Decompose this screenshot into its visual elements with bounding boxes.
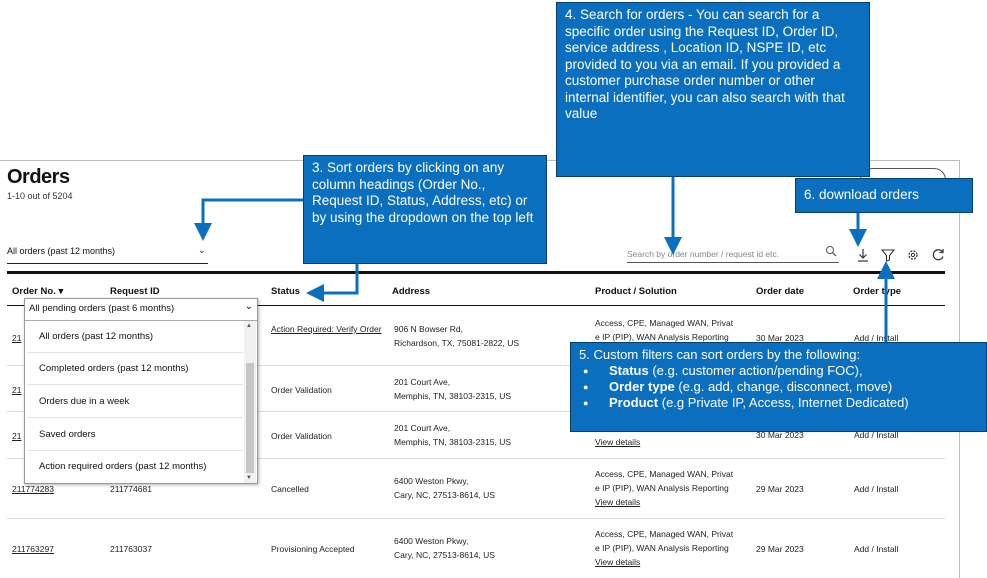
- filter-detail: (e.g Private IP, Access, Internet Dedica…: [658, 395, 909, 410]
- product-line2: e IP (PIP), WAN Analysis Reporting: [595, 483, 729, 493]
- row-divider: [7, 411, 945, 412]
- search-input[interactable]: Search by order number / request id etc.: [627, 246, 839, 263]
- filters-list: Status (e.g. customer action/pending FOC…: [579, 363, 978, 411]
- column-address[interactable]: Address: [392, 286, 431, 297]
- dropdown-scrollbar[interactable]: ▲ ▼: [244, 321, 256, 483]
- request-id: 211774681: [110, 484, 152, 494]
- order-number-link[interactable]: 211774283: [12, 484, 54, 494]
- status-link[interactable]: Action Required: Verify Order: [271, 324, 382, 334]
- download-icon[interactable]: [855, 247, 871, 263]
- order-date: 30 Mar 2023: [756, 333, 804, 343]
- filter-label: Order type: [609, 379, 675, 394]
- dropdown-option[interactable]: All orders (past 12 months): [27, 321, 243, 353]
- filter-item: Product (e.g Private IP, Access, Interne…: [579, 395, 978, 411]
- order-number-link[interactable]: 21: [12, 385, 22, 395]
- product-line2: e IP (PIP), WAN Analysis Reporting: [595, 332, 729, 342]
- filters-callout: 5. Custom filters can sort orders by the…: [570, 342, 987, 432]
- address-line1: 906 N Bowser Rd,: [394, 324, 463, 334]
- view-details-link[interactable]: View details: [595, 497, 641, 507]
- order-date: 29 Mar 2023: [756, 544, 804, 554]
- filter-detail: (e.g. add, change, disconnect, move): [674, 379, 893, 394]
- product-line1: Access, CPE, Managed WAN, Privat: [595, 469, 734, 479]
- search-callout: 4. Search for orders - You can search fo…: [556, 2, 870, 177]
- address-line2: Cary, NC, 27513-8614, US: [394, 490, 495, 500]
- row-divider: [7, 458, 945, 459]
- status-text: Provisioning Accepted: [271, 544, 355, 554]
- order-type: Add / Install: [854, 333, 899, 343]
- filters-callout-title: 5. Custom filters can sort orders by the…: [579, 347, 861, 362]
- order-number-link[interactable]: 21: [12, 431, 22, 441]
- filter-icon[interactable]: [880, 247, 896, 263]
- sort-icon: ▾: [58, 286, 64, 297]
- dropdown-option[interactable]: Completed orders (past 12 months): [27, 353, 243, 385]
- table-top-rule: [7, 271, 945, 274]
- order-date: 30 Mar 2023: [756, 430, 804, 440]
- address-line2: Richardson, TX, 75081-2822, US: [394, 338, 520, 348]
- product-line1: Access, CPE, Managed WAN, Privat: [595, 529, 734, 539]
- dropdown-option[interactable]: Orders due in a week: [27, 386, 243, 418]
- order-type: Add / Install: [854, 544, 899, 554]
- address-line2: Cary, NC, 27513-8614, US: [394, 550, 495, 560]
- address-line1: 6400 Weston Pkwy,: [394, 476, 469, 486]
- scrollbar-thumb[interactable]: [246, 363, 254, 473]
- filter-label: Product: [609, 395, 659, 410]
- product-line1: Access, CPE, Managed WAN, Privat: [595, 318, 734, 328]
- status-text: Order Validation: [271, 385, 332, 395]
- orders-filter-dropdown[interactable]: All pending orders (past 6 months) ⌄ All…: [24, 298, 258, 484]
- filter-detail: (e.g. customer action/pending FOC),: [648, 363, 863, 378]
- row-divider: [7, 365, 945, 366]
- column-order-no-label: Order No.: [12, 286, 56, 297]
- column-order-type[interactable]: Order type: [853, 286, 902, 297]
- order-number-link[interactable]: 211763297: [12, 544, 54, 554]
- column-order-no[interactable]: Order No. ▾: [12, 286, 63, 297]
- column-status[interactable]: Status: [271, 286, 301, 297]
- column-product[interactable]: Product / Solution: [595, 286, 677, 297]
- settings-icon[interactable]: [905, 247, 921, 263]
- address-line1: 201 Court Ave,: [394, 377, 451, 387]
- order-type: Add / Install: [854, 430, 899, 440]
- refresh-icon[interactable]: [930, 247, 946, 263]
- filter-item: Status (e.g. customer action/pending FOC…: [579, 363, 978, 379]
- order-number-link[interactable]: 21: [12, 333, 22, 343]
- status-text: Order Validation: [271, 431, 332, 441]
- orders-filter-select[interactable]: All orders (past 12 months) ⌄: [7, 242, 208, 264]
- chevron-down-icon: ⌄: [197, 245, 206, 256]
- view-details-link[interactable]: View details: [595, 557, 641, 567]
- address-line2: Memphis, TN, 38103-2315, US: [394, 437, 512, 447]
- filter-item: Order type (e.g. add, change, disconnect…: [579, 379, 978, 395]
- row-divider: [7, 518, 945, 519]
- view-details-link[interactable]: View details: [595, 437, 641, 447]
- column-request-id[interactable]: Request ID: [110, 286, 160, 297]
- scroll-up-icon[interactable]: ▲: [246, 323, 252, 329]
- results-count: 1-10 out of 5204: [7, 191, 73, 201]
- sort-callout: 3. Sort orders by clicking on any column…: [303, 155, 547, 264]
- dropdown-option[interactable]: Saved orders: [27, 419, 243, 451]
- request-id: 211763037: [110, 544, 152, 554]
- column-order-date[interactable]: Order date: [756, 286, 805, 297]
- search-icon[interactable]: [825, 245, 837, 257]
- dropdown-selected-label: All pending orders (past 6 months): [29, 303, 175, 314]
- scroll-down-icon[interactable]: ▼: [246, 475, 252, 481]
- dropdown-selected[interactable]: All pending orders (past 6 months) ⌄: [25, 299, 257, 321]
- orders-filter-value: All orders (past 12 months): [7, 246, 116, 256]
- chevron-down-icon: ⌄: [244, 301, 253, 312]
- address-line1: 201 Court Ave,: [394, 423, 451, 433]
- product-line2: e IP (PIP), WAN Analysis Reporting: [595, 543, 729, 553]
- download-callout: 6. download orders: [795, 178, 973, 213]
- order-type: Add / Install: [854, 484, 899, 494]
- address-line2: Memphis, TN, 38103-2315, US: [394, 391, 512, 401]
- dropdown-option[interactable]: Action required orders (past 12 months): [39, 461, 207, 472]
- page-title: Orders: [7, 166, 70, 188]
- search-placeholder: Search by order number / request id etc.: [627, 249, 780, 259]
- filter-label: Status: [609, 363, 649, 378]
- table-header-rule: [7, 305, 945, 306]
- address-line1: 6400 Weston Pkwy,: [394, 536, 469, 546]
- order-date: 29 Mar 2023: [756, 484, 804, 494]
- status-text: Cancelled: [271, 484, 309, 494]
